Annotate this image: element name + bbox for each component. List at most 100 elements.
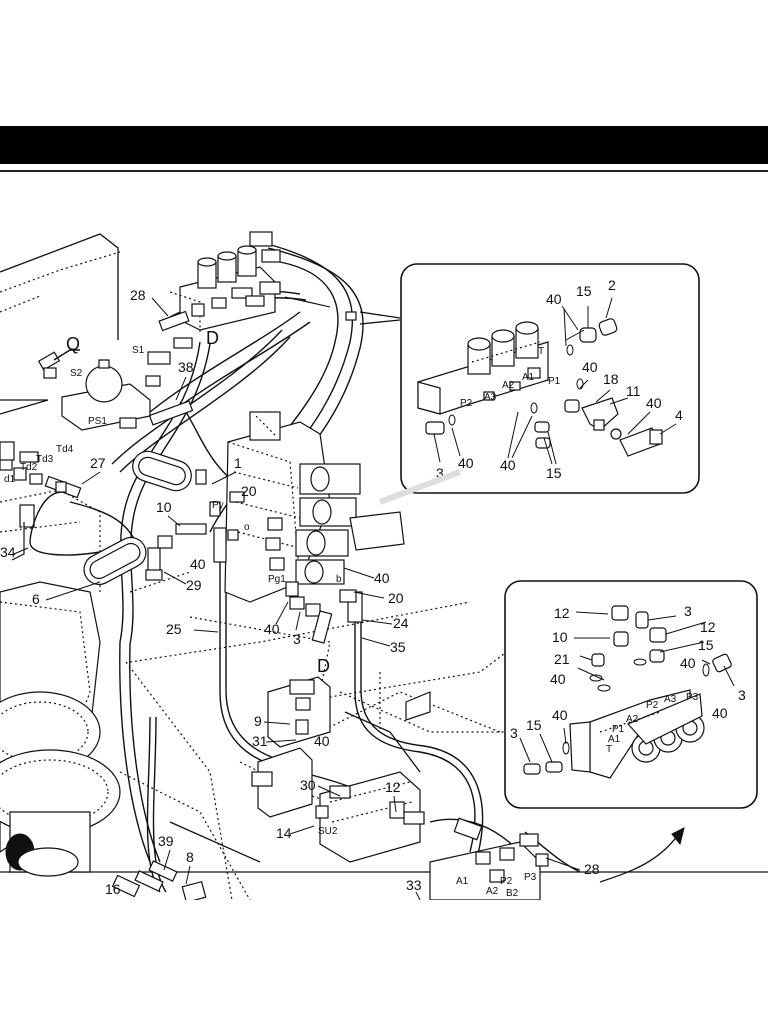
inset-top-label-P2: P2 <box>460 398 473 409</box>
label-33: 33 <box>406 877 422 893</box>
inset-top-label-15-a: 15 <box>576 283 592 299</box>
main-callout-numbers: 28 Q D S1 S2 PS1 38 Td4 Td3 Td2 d1 27 1 … <box>0 287 600 900</box>
inset-top-label-18: 18 <box>603 371 619 387</box>
label-Td2: Td2 <box>20 462 38 473</box>
label-Q: Q <box>66 334 80 354</box>
label-SU2: SU2 <box>318 826 338 837</box>
inset-bottom-label-3-c: 3 <box>510 725 518 741</box>
inset-top-label-2: 2 <box>608 277 616 293</box>
label-24: 24 <box>393 615 409 631</box>
inset-top-label-40-e: 40 <box>500 457 516 473</box>
callout-pointers <box>0 311 685 883</box>
inset-top-labels: 40 15 2 T A1 P1 A2 A3 P2 40 18 11 40 4 3… <box>436 277 683 481</box>
label-P2: P2 <box>500 876 513 887</box>
pilot-valve-upper <box>169 231 357 332</box>
hydraulic-parts-diagram: 28 Q D S1 S2 PS1 38 Td4 Td3 Td2 d1 27 1 … <box>0 172 768 900</box>
faint-watermark <box>378 469 462 505</box>
label-o: o <box>244 522 250 533</box>
label-20-a: 20 <box>241 483 257 499</box>
label-40-c: 40 <box>374 570 390 586</box>
inset-top-label-11: 11 <box>626 383 641 399</box>
inset-top-label-T: T <box>538 346 544 357</box>
inset-bottom-label-12-a: 12 <box>554 605 570 621</box>
inset-bottom-label-21: 21 <box>554 651 570 667</box>
inset-top-label-4: 4 <box>675 407 683 423</box>
inset-top-detail <box>400 263 700 494</box>
label-9: 9 <box>254 713 262 729</box>
label-14: 14 <box>276 825 292 841</box>
main-control-valve <box>195 411 405 603</box>
label-30: 30 <box>300 777 316 793</box>
label-40-d: 40 <box>314 733 330 749</box>
label-3: 3 <box>293 631 301 647</box>
hose-ends <box>55 481 363 644</box>
label-40-b: 40 <box>264 621 280 637</box>
label-27: 27 <box>90 455 106 471</box>
inset-bottom-label-15-a: 15 <box>698 637 714 653</box>
inset-top-label-3: 3 <box>436 465 444 481</box>
inset-top-label-A1: A1 <box>522 372 535 383</box>
label-P3: P3 <box>524 872 537 883</box>
inset-bottom-label-3-b: 3 <box>738 687 746 703</box>
label-34: 34 <box>0 544 16 560</box>
label-38: 38 <box>178 359 194 375</box>
label-8: 8 <box>186 849 194 865</box>
label-6: 6 <box>32 591 40 607</box>
label-S2: S2 <box>70 368 83 379</box>
inset-bottom-label-A2: A2 <box>626 714 639 725</box>
inset-bottom-label-P1: P1 <box>612 724 625 735</box>
label-12: 12 <box>385 779 401 795</box>
label-Pg1: Pg1 <box>268 574 286 585</box>
label-D-top: D <box>206 328 219 348</box>
label-D-bottom: D <box>317 656 330 676</box>
swing-motor <box>0 489 121 877</box>
label-35: 35 <box>390 639 406 655</box>
label-29: 29 <box>186 577 202 593</box>
inset-top-label-40-b: 40 <box>582 359 598 375</box>
inset-bottom-label-P2: P2 <box>646 700 659 711</box>
header-rule <box>0 170 768 172</box>
inset-bottom-label-40-b: 40 <box>550 671 566 687</box>
label-B2: B2 <box>506 888 519 899</box>
label-40-a: 40 <box>190 556 206 572</box>
inset-top-label-A3: A3 <box>484 392 497 403</box>
header-bar <box>0 126 768 164</box>
inset-bottom-label-3-a: 3 <box>684 603 692 619</box>
label-Td3: Td3 <box>36 454 54 465</box>
inset-bottom-label-15-b: 15 <box>526 717 542 733</box>
inset-top-label-40-d: 40 <box>458 455 474 471</box>
label-A1: A1 <box>456 876 469 887</box>
inset-top-label-40-a: 40 <box>546 291 562 307</box>
inset-bottom-label-10: 10 <box>552 629 568 645</box>
label-25: 25 <box>166 621 182 637</box>
inset-bottom-label-40-d: 40 <box>552 707 568 723</box>
label-S1: S1 <box>132 345 145 356</box>
inset-bottom-label-40-c: 40 <box>712 705 728 721</box>
inset-top-label-A2: A2 <box>502 380 515 391</box>
inset-bottom-labels: 12 3 12 10 15 21 40 40 3 40 P1 A1 A2 P2 … <box>510 603 746 755</box>
label-16: 16 <box>105 881 121 897</box>
inset-bottom-label-40-a: 40 <box>680 655 696 671</box>
label-28: 28 <box>130 287 146 303</box>
fittings-left <box>0 303 205 499</box>
label-1: 1 <box>234 455 242 471</box>
label-31: 31 <box>252 733 268 749</box>
inset-bottom-label-T: T <box>606 744 612 755</box>
inset-bottom-label-P3: P3 <box>686 692 699 703</box>
label-d1: d1 <box>4 474 16 485</box>
inset-top-label-15-b: 15 <box>546 465 562 481</box>
label-PS1: PS1 <box>88 416 107 427</box>
label-10: 10 <box>156 499 172 515</box>
label-28-b: 28 <box>584 861 600 877</box>
inset-top-label-P1: P1 <box>548 376 561 387</box>
inset-bottom-label-A3: A3 <box>664 694 677 705</box>
hose-clamps <box>83 450 192 586</box>
label-Td4: Td4 <box>56 444 74 455</box>
accumulator <box>37 349 171 431</box>
label-Py: Py <box>212 500 224 511</box>
inset-bottom-detail <box>504 580 758 809</box>
label-20-b: 20 <box>388 590 404 606</box>
diagram-canvas: 28 Q D S1 S2 PS1 38 Td4 Td3 Td2 d1 27 1 … <box>0 231 768 900</box>
label-b: b <box>336 574 342 585</box>
lower-valve-blocks <box>111 676 549 900</box>
